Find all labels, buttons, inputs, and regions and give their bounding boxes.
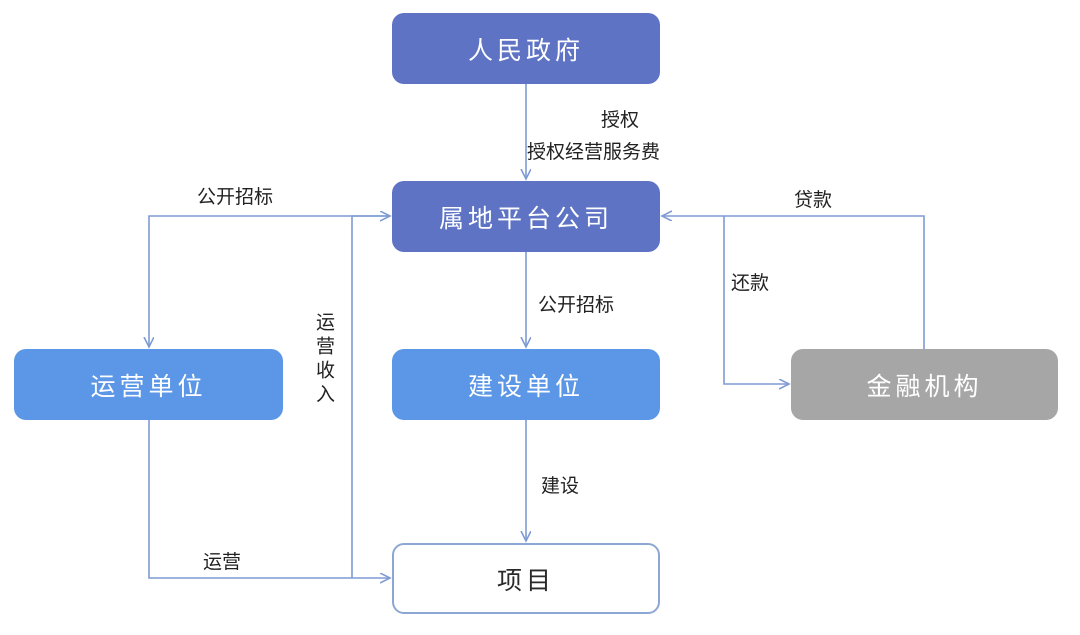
label-repayment: 还款 <box>731 272 770 294</box>
edge-income-to-platform <box>351 216 390 578</box>
label-public-tender-left: 公开招标 <box>197 186 274 208</box>
node-construction-unit: 建设单位 <box>392 349 660 420</box>
label-construct: 建设 <box>541 475 580 497</box>
label-public-tender-down: 公开招标 <box>538 294 615 316</box>
label-authorize: 授权 <box>601 109 640 131</box>
label-authorize-fee: 授权经营服务费 <box>527 141 661 163</box>
edge-platform-to-operator <box>149 215 390 347</box>
label-loan: 贷款 <box>794 189 833 211</box>
edge-platform-to-finance <box>723 216 789 384</box>
label-operating-income: 运营收入 <box>313 312 335 408</box>
node-project: 项目 <box>392 543 660 614</box>
node-platform-company: 属地平台公司 <box>392 181 660 252</box>
node-government: 人民政府 <box>392 13 660 84</box>
node-financial-institution: 金融机构 <box>791 349 1058 420</box>
node-operating-unit: 运营单位 <box>14 349 283 420</box>
edge-finance-to-platform <box>662 216 925 349</box>
label-operate: 运营 <box>203 551 242 573</box>
edge-operator-to-project <box>148 420 390 578</box>
